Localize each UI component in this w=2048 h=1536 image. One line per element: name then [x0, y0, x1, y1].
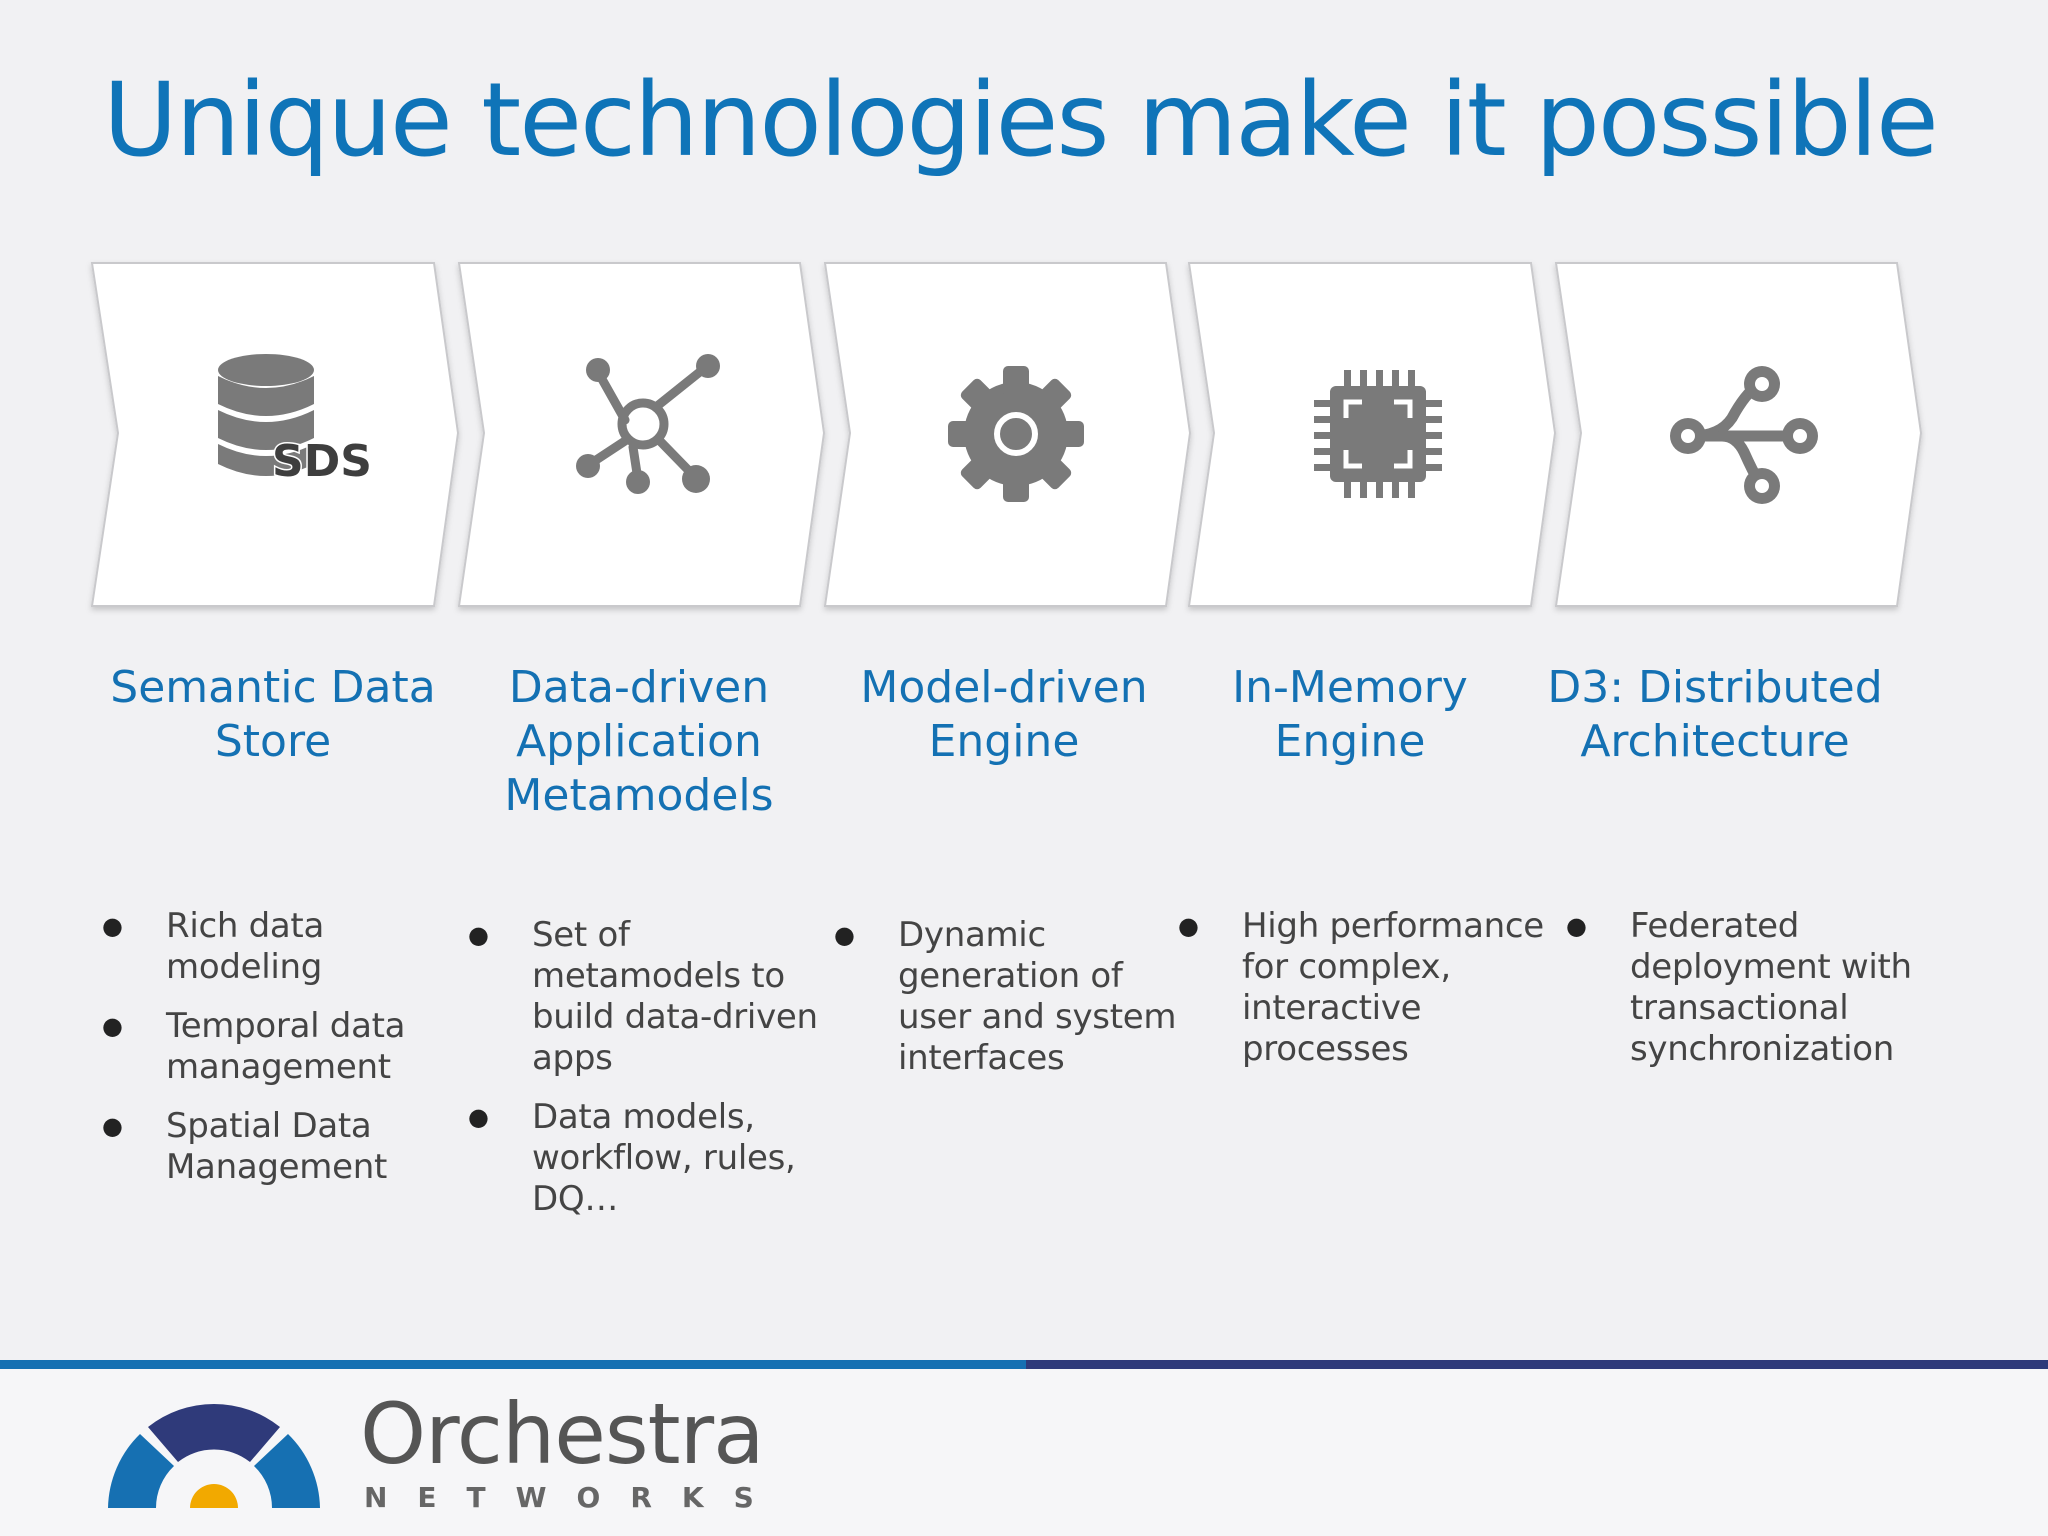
cpu-chip-icon — [1310, 366, 1446, 502]
bullet-dot: ● — [102, 912, 123, 940]
bullet-dot: ● — [468, 1103, 489, 1131]
chevron-box-2 — [457, 262, 826, 607]
footer-divider-blue — [0, 1360, 1026, 1369]
logo-wordmark: Orchestra — [360, 1385, 765, 1483]
database-sds-icon: SDS — [212, 352, 372, 502]
bullet-dot: ● — [1178, 912, 1199, 940]
footer-bar — [0, 1369, 2048, 1536]
bullet-dot: ● — [102, 1012, 123, 1040]
chevron-process-row — [90, 262, 1923, 607]
share-icon — [1662, 352, 1822, 512]
network-hub-icon — [568, 352, 728, 502]
bullet-dot: ● — [834, 921, 855, 949]
list-item: ●Data models,workflow, rules,DQ… — [468, 1097, 796, 1219]
orchestra-logo-icon — [104, 1400, 324, 1515]
bullet-dot: ● — [1566, 912, 1587, 940]
slide-title: Unique technologies make it possible — [103, 61, 1939, 180]
sds-label: SDS — [272, 436, 372, 487]
bullet-dot: ● — [468, 921, 489, 949]
gear-icon — [948, 366, 1084, 502]
logo-subtitle: NETWORKS — [364, 1481, 784, 1514]
bullet-dot: ● — [102, 1112, 123, 1140]
footer-divider-navy — [1026, 1360, 2048, 1369]
